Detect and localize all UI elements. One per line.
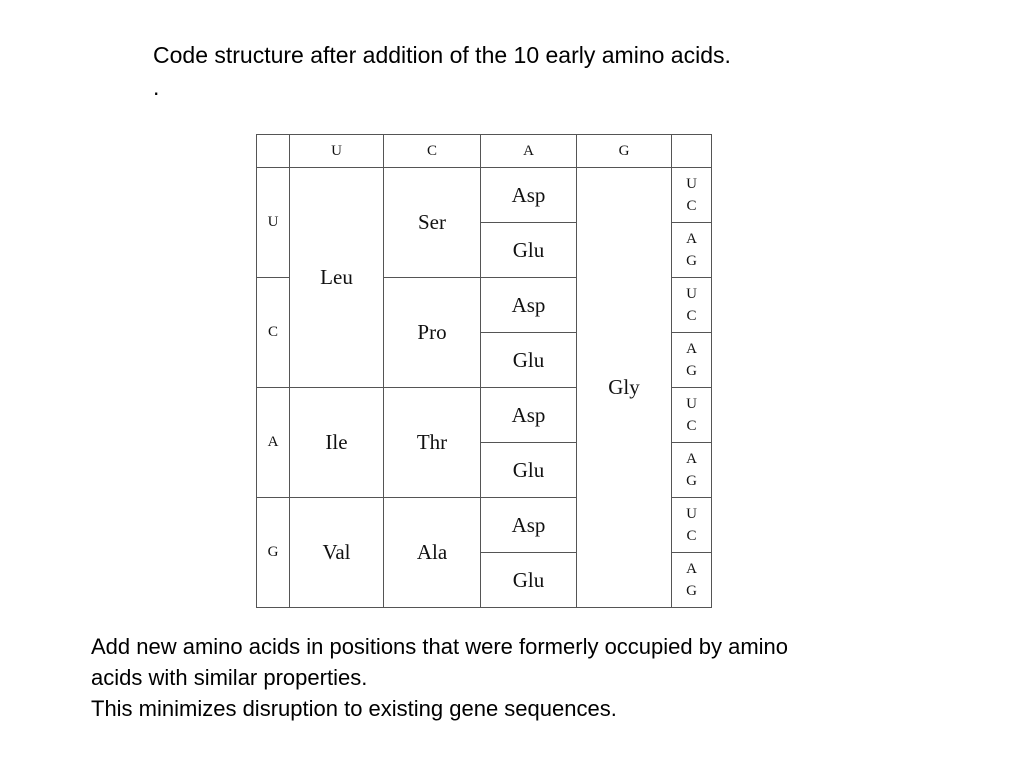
amino-cell-gly: Gly xyxy=(576,167,672,608)
title-dot: . xyxy=(153,74,160,100)
amino-cell-asp: Asp xyxy=(480,167,577,223)
third-base-letter: A xyxy=(686,231,697,247)
third-base-cell: A G xyxy=(671,442,712,498)
amino-cell-glu: Glu xyxy=(480,552,577,608)
third-base-letter: U xyxy=(686,396,697,412)
first-base-c: C xyxy=(256,277,290,388)
amino-cell-glu: Glu xyxy=(480,442,577,498)
third-base-cell: U C xyxy=(671,167,712,223)
third-base-letter: C xyxy=(686,418,697,434)
footer-line: acids with similar properties. xyxy=(91,665,368,690)
amino-cell-pro: Pro xyxy=(383,277,481,388)
third-base-letter: G xyxy=(686,583,697,599)
third-base-cell: A G xyxy=(671,222,712,278)
third-base-cell: U C xyxy=(671,387,712,443)
third-base-letter: C xyxy=(686,308,697,324)
third-base-letter: A xyxy=(686,561,697,577)
amino-cell-val: Val xyxy=(289,497,384,608)
header-cell-a: A xyxy=(480,134,577,168)
table-row: Glu A G xyxy=(257,552,712,608)
first-base-g: G xyxy=(256,497,290,608)
third-base-letter: C xyxy=(686,528,697,544)
footer-line: Add new amino acids in positions that we… xyxy=(91,634,789,659)
table-row: Glu A G xyxy=(257,442,712,498)
amino-cell-asp: Asp xyxy=(480,497,577,553)
footer-line: This minimizes disruption to existing ge… xyxy=(91,696,617,721)
third-base-letter: G xyxy=(686,473,697,489)
third-base-cell: A G xyxy=(671,552,712,608)
header-cell-c: C xyxy=(383,134,481,168)
third-base-cell: U C xyxy=(671,497,712,553)
table-row: Glu A G xyxy=(257,222,712,278)
table-row: U Leu Ser Asp Gly U C xyxy=(256,167,712,608)
third-base-letter: U xyxy=(686,176,697,192)
third-base-letter: A xyxy=(686,451,697,467)
amino-cell-thr: Thr xyxy=(383,387,481,498)
amino-cell-asp: Asp xyxy=(480,387,577,443)
third-base-letter: U xyxy=(686,286,697,302)
third-base-letter: A xyxy=(686,341,697,357)
amino-cell-ile: Ile xyxy=(289,387,384,498)
amino-cell-glu: Glu xyxy=(480,332,577,388)
genetic-code-table: U C A G U Leu Ser Asp Gly U C Glu A G C … xyxy=(256,134,712,608)
table-row: C Pro Asp U C xyxy=(256,277,712,388)
slide-title: Code structure after addition of the 10 … xyxy=(153,42,731,68)
third-base-letter: U xyxy=(686,506,697,522)
third-base-letter: G xyxy=(686,253,697,269)
first-base-a: A xyxy=(256,387,290,498)
table-row: Glu A G xyxy=(257,332,712,388)
header-cell-u: U xyxy=(289,134,384,168)
amino-cell-ser: Ser xyxy=(383,167,481,278)
header-corner-cell xyxy=(256,134,290,168)
amino-cell-ala: Ala xyxy=(383,497,481,608)
header-third-base-cell xyxy=(671,134,712,168)
amino-cell-glu: Glu xyxy=(480,222,577,278)
header-row: U C A G xyxy=(256,134,712,168)
footer-text: Add new amino acids in positions that we… xyxy=(91,631,971,724)
first-base-u: U xyxy=(256,167,290,278)
header-cell-g: G xyxy=(576,134,672,168)
third-base-cell: A G xyxy=(671,332,712,388)
amino-cell-asp: Asp xyxy=(480,277,577,333)
third-base-letter: C xyxy=(686,198,697,214)
third-base-letter: G xyxy=(686,363,697,379)
third-base-cell: U C xyxy=(671,277,712,333)
amino-cell-leu: Leu xyxy=(289,167,384,388)
